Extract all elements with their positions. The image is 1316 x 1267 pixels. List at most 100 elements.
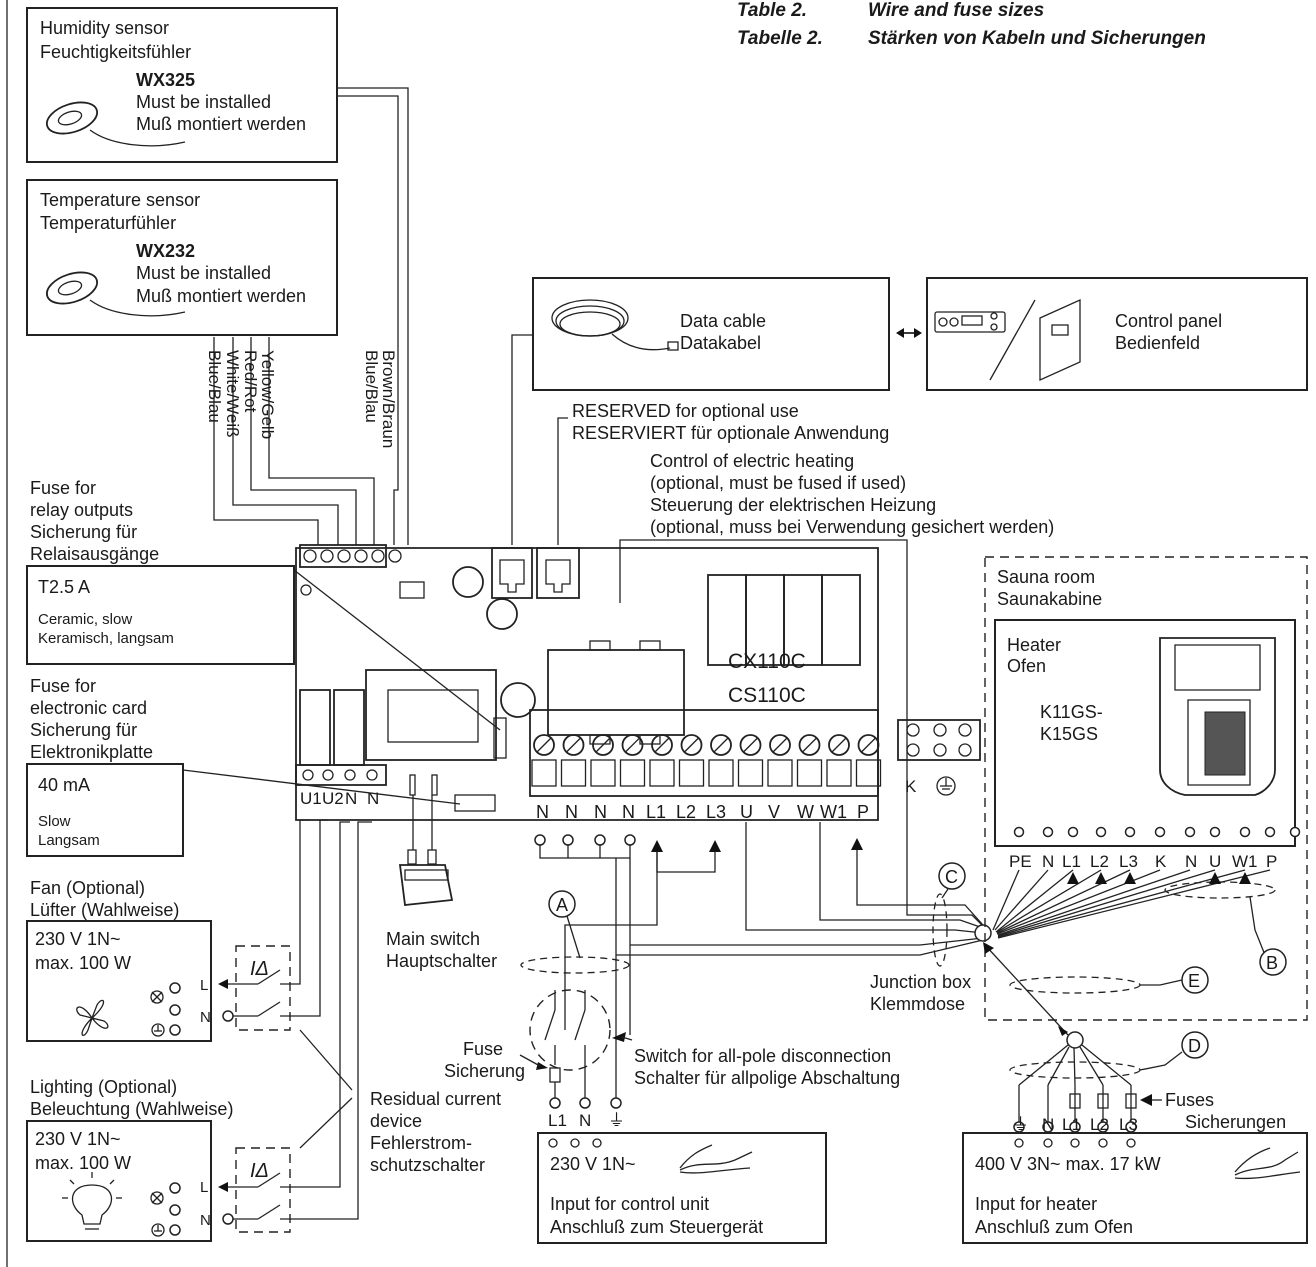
fuse-relay-line3: Sicherung für bbox=[30, 522, 137, 542]
wire-label-blue-left: Blue/Blau bbox=[205, 350, 224, 423]
control-panel-en: Control panel bbox=[1115, 311, 1222, 331]
control-input-voltage: 230 V 1N~ bbox=[550, 1154, 636, 1174]
fuse-relay-line1: Fuse for bbox=[30, 478, 96, 498]
terminal-clamp bbox=[531, 759, 557, 787]
terminal-clamp bbox=[767, 759, 793, 787]
heater-terminal-dot bbox=[1013, 826, 1025, 838]
callout-b bbox=[1259, 948, 1287, 976]
fan-ground-icon bbox=[151, 1023, 165, 1037]
terminal-screw bbox=[769, 734, 791, 756]
junction-box-node bbox=[974, 924, 992, 942]
callout-a-label: A bbox=[556, 895, 568, 915]
fan-rcd-symbol: IΔ bbox=[250, 958, 269, 980]
wire-label-brown: Brown/Braun bbox=[379, 350, 398, 448]
fuse-card-line3: Sicherung für bbox=[30, 720, 137, 740]
rcd-line2: device bbox=[370, 1111, 422, 1131]
table-text-de: Stärken von Kabeln und Sicherungen bbox=[868, 28, 1206, 49]
electric-heating-line2: (optional, must be fused if used) bbox=[650, 473, 906, 493]
control-panel-icon bbox=[934, 298, 1081, 382]
reserved-label: RESERVED for optional use RESERVIERT für… bbox=[557, 401, 889, 545]
heater-de: Ofen bbox=[1007, 656, 1046, 676]
electric-heating-label: Control of electric heating (optional, m… bbox=[619, 451, 1054, 718]
terminal-clamp bbox=[855, 759, 882, 787]
fuse-card-line1: Fuse for bbox=[30, 676, 96, 696]
rcd-line4: schutzschalter bbox=[370, 1155, 485, 1175]
terminal-screw bbox=[710, 734, 732, 756]
humidity-note-en: Must be installed bbox=[136, 92, 271, 112]
callout-a bbox=[548, 890, 576, 918]
heater-terminal-dot bbox=[1042, 826, 1054, 838]
fuse-card-type-de: Langsam bbox=[38, 832, 100, 849]
heater-supply-ground: ⏚ bbox=[1012, 1115, 1029, 1134]
fuse-relay-rating: T2.5 A bbox=[38, 577, 90, 597]
terminal-n2: N bbox=[367, 789, 379, 808]
terminal-screw-slot bbox=[772, 737, 788, 753]
temperature-title-en: Temperature sensor bbox=[40, 190, 200, 210]
lighting-n-label: N bbox=[200, 1212, 211, 1229]
fan-lamp-symbol bbox=[150, 990, 164, 1004]
fuse-relay-line4: Relaisausgänge bbox=[30, 544, 159, 564]
data-cable-wire bbox=[511, 334, 533, 545]
terminal-screw bbox=[533, 734, 555, 756]
terminal-main-11: P bbox=[857, 802, 869, 822]
main-terminal-screws bbox=[531, 734, 882, 787]
terminal-screw-slot bbox=[831, 737, 847, 753]
main-switch-en: Main switch bbox=[386, 929, 480, 949]
data-cable-box: Data cable Datakabel bbox=[532, 277, 890, 391]
heater-terminal-7: U bbox=[1209, 852, 1221, 871]
control-supply-wiring: A Fuse Sicherung Switch for all-pole dis… bbox=[444, 834, 900, 1130]
heater-cable-icon bbox=[1234, 1147, 1301, 1180]
ground-icon bbox=[936, 776, 956, 796]
heater-terminal-4: L3 bbox=[1119, 852, 1138, 871]
sauna-room-en: Sauna room bbox=[997, 567, 1095, 587]
switch-allpole-en: Switch for all-pole disconnection bbox=[634, 1046, 891, 1066]
humidity-title-de: Feuchtigkeitsfühler bbox=[40, 42, 191, 62]
lighting-l-label: L bbox=[200, 1179, 208, 1196]
terminal-clamp bbox=[708, 759, 734, 787]
terminal-screw-slot bbox=[861, 737, 876, 753]
sauna-room-de: Saunakabine bbox=[997, 589, 1102, 609]
board-model-2: CS110C bbox=[728, 684, 806, 707]
data-cable-de: Datakabel bbox=[680, 333, 761, 353]
control-input-de: Anschluß zum Steuergerät bbox=[550, 1217, 763, 1237]
terminal-screw bbox=[857, 734, 880, 756]
terminal-main-6: L3 bbox=[706, 802, 726, 822]
supply-ground: ⏚ bbox=[608, 1111, 625, 1130]
fan-title-en: Fan (Optional) bbox=[30, 878, 145, 898]
junction-k-label: K bbox=[905, 777, 917, 796]
terminal-clamp bbox=[678, 759, 705, 787]
heater-input-voltage: 400 V 3N~ max. 17 kW bbox=[975, 1154, 1161, 1174]
rcd-line3: Fehlerstrom- bbox=[370, 1133, 472, 1153]
fuses-multi-de: Sicherungen bbox=[1185, 1112, 1286, 1132]
junction-box-en: Junction box bbox=[870, 972, 971, 992]
heater-terminal-dot bbox=[1154, 826, 1166, 838]
terminal-main-0: N bbox=[536, 802, 549, 822]
control-board: U1 U2 N N N N N N L1 L2 L3 U V W W1 P CX… bbox=[295, 544, 981, 822]
callout-d bbox=[1181, 1031, 1209, 1059]
callout-c bbox=[938, 862, 966, 890]
heater-supply-l1: L1 bbox=[1062, 1115, 1081, 1134]
terminal-clamp bbox=[796, 759, 823, 787]
callout-b-label: B bbox=[1266, 953, 1278, 973]
rcd-line1: Residual current bbox=[370, 1089, 501, 1109]
terminal-screw bbox=[651, 734, 673, 756]
heater-supply-n: N bbox=[1042, 1115, 1054, 1134]
terminal-screw-slot bbox=[684, 737, 699, 753]
heater-model-1: K11GS- bbox=[1040, 702, 1103, 722]
table-label-en: Table 2. bbox=[737, 0, 807, 21]
callout-e bbox=[1181, 966, 1209, 994]
temperature-sensor-icon bbox=[45, 271, 186, 317]
sensor-terminal-screws bbox=[303, 549, 402, 563]
fan-voltage: 230 V 1N~ bbox=[35, 929, 121, 949]
sensor-wires: Brown/Braun Blue/Blau Yellow/Gelb Red/Ro… bbox=[205, 87, 409, 545]
terminal-screw-slot bbox=[713, 737, 729, 753]
callout-c-label: C bbox=[945, 867, 958, 887]
heater-terminal-5: K bbox=[1155, 852, 1167, 871]
cable-coil-icon bbox=[551, 299, 679, 351]
heater-terminal-dot bbox=[1264, 826, 1276, 838]
junction-box-de: Klemmdose bbox=[870, 994, 965, 1014]
wire-label-yellow: Yellow/Gelb bbox=[258, 350, 277, 439]
fuse-single-de: Sicherung bbox=[444, 1061, 525, 1081]
terminal-clamp bbox=[649, 759, 675, 787]
